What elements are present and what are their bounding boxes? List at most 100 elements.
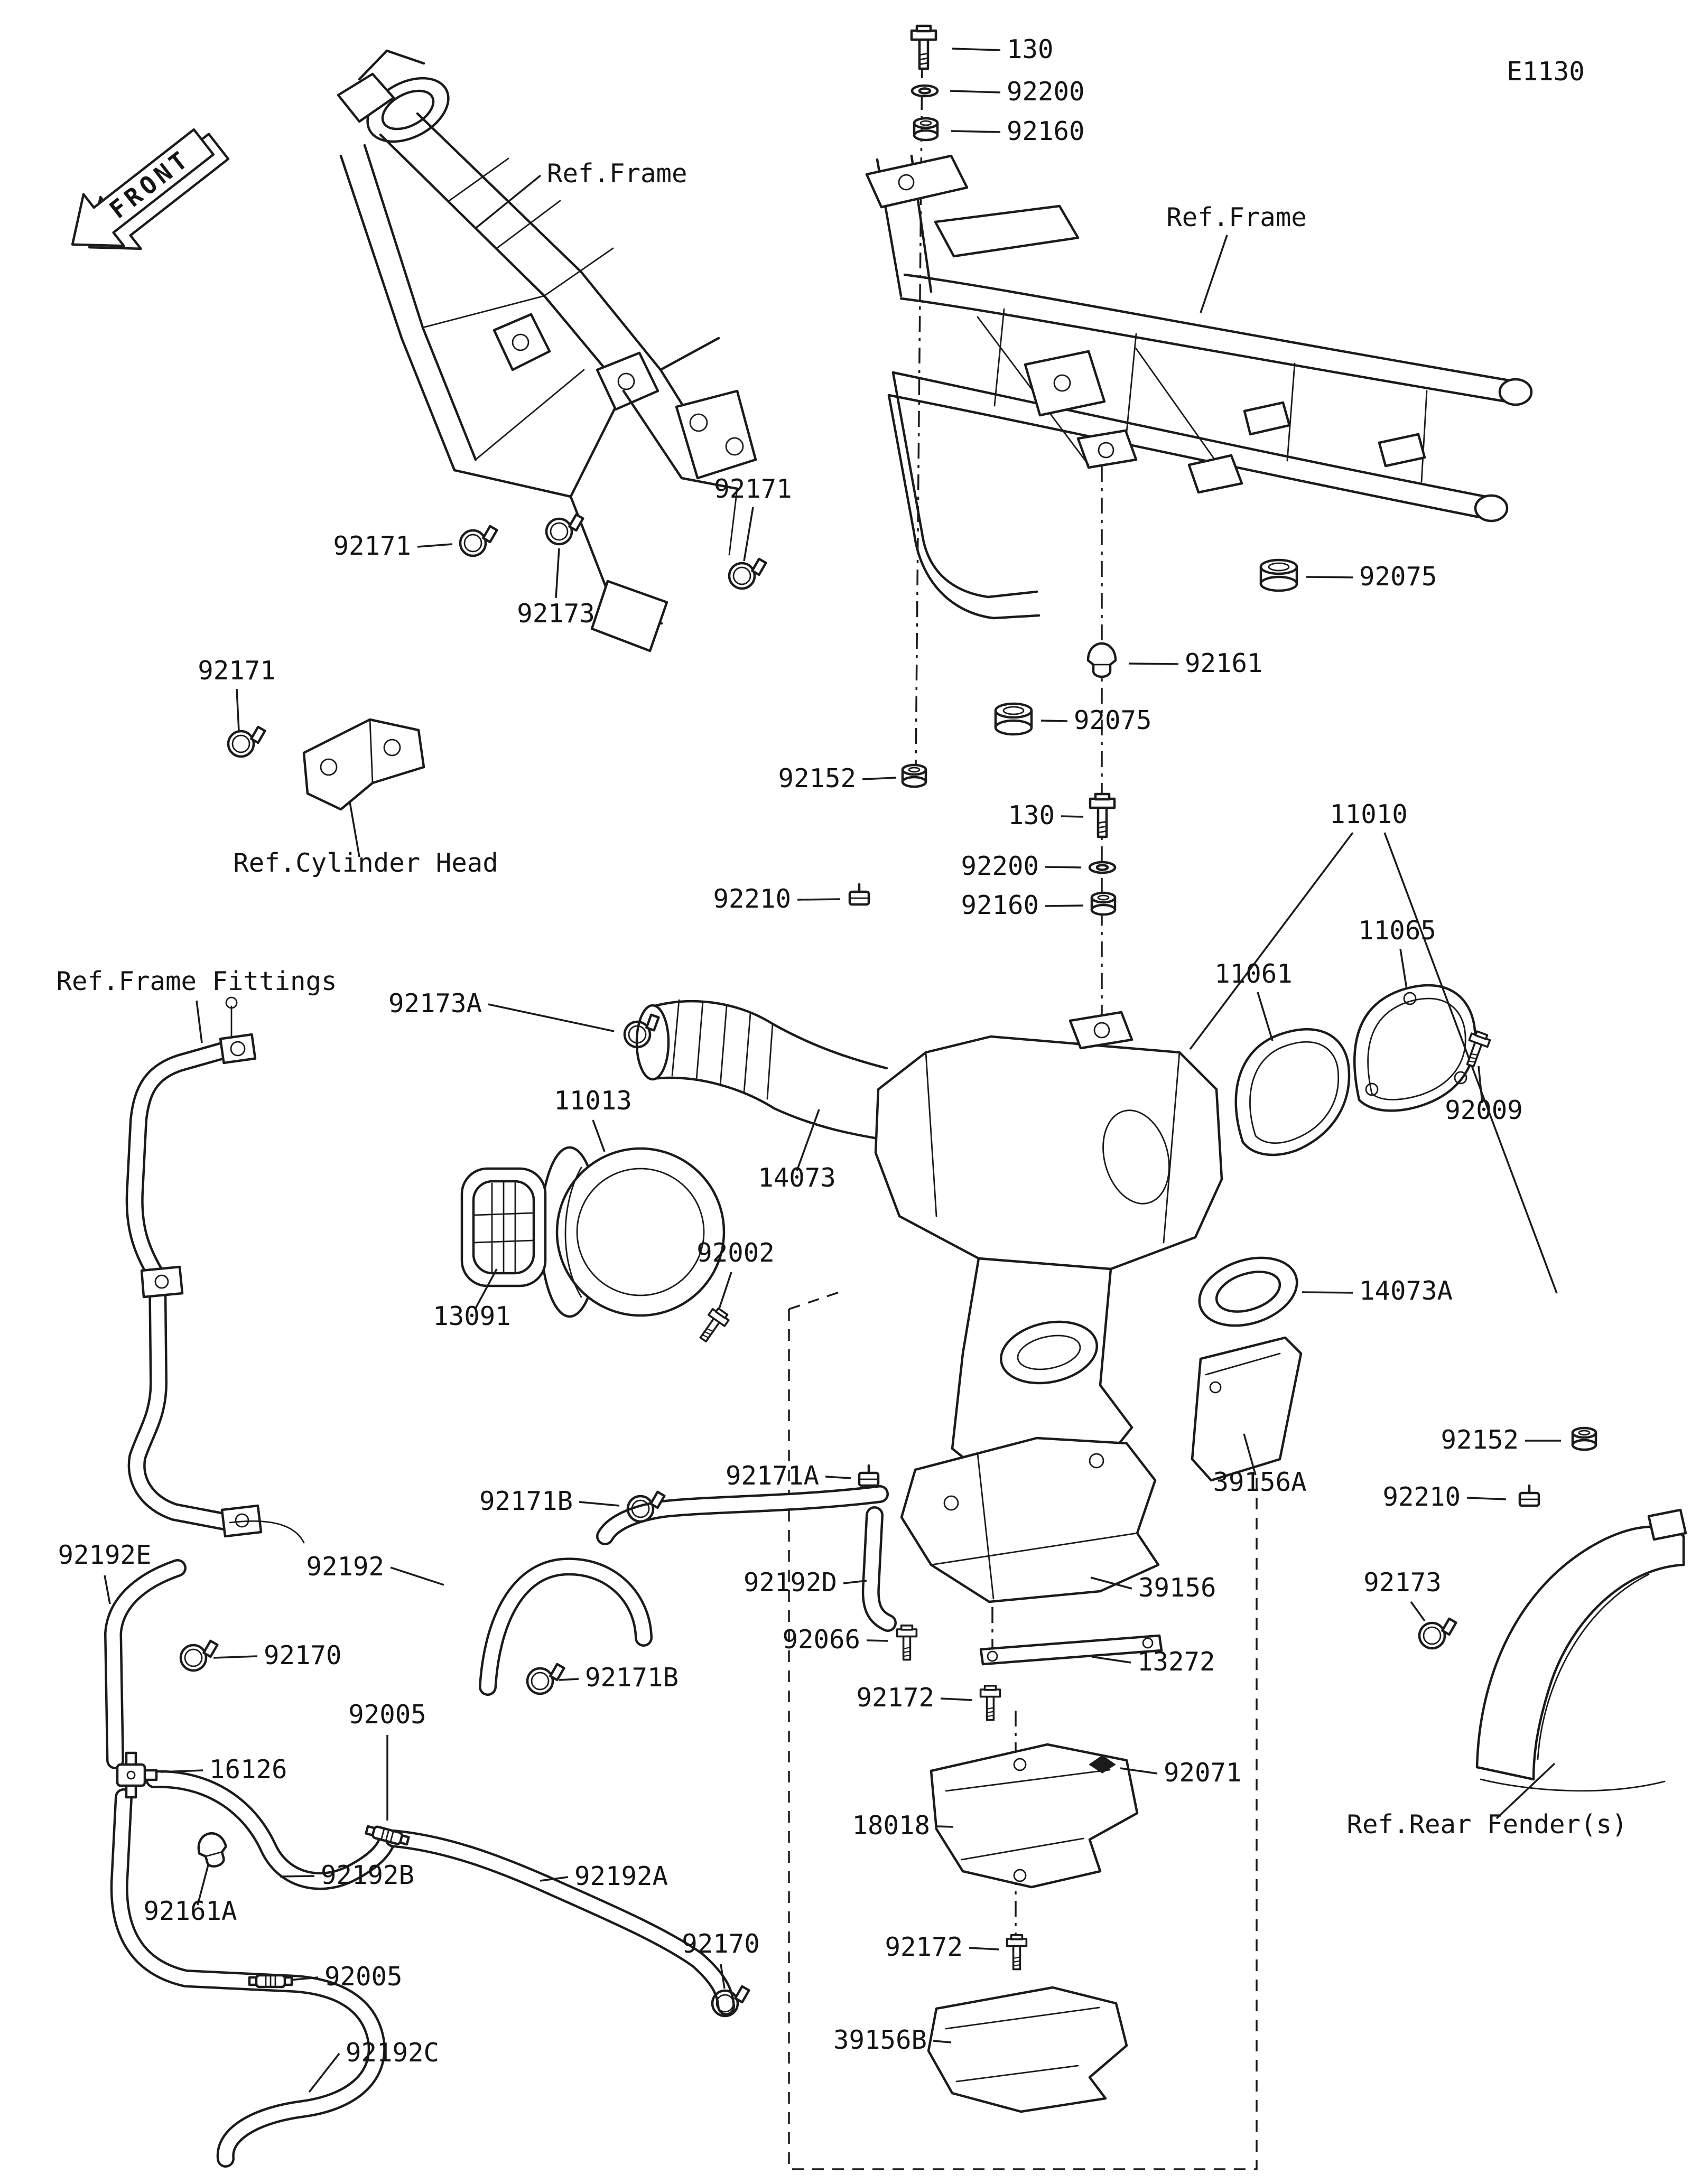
callout-92200: 92200 [910,77,1085,107]
part-label: Ref.Cylinder Head [233,848,498,878]
callout-92171b: 92171B [526,1663,679,1695]
washer-icon [910,84,939,98]
valve-icon [116,1751,158,1799]
front-label: FRONT [104,144,196,224]
callout-92170: 92170 [179,1639,342,1672]
heat-guard-39156a-drawing [1191,1336,1303,1482]
construction-lines [788,62,1258,2170]
callout-92160: 92160 [913,116,1085,146]
callout-92192e: 92192E [58,1540,152,1604]
callout-92005: 92005 [348,1700,426,1846]
callout-92171: 92171 [333,525,498,561]
part-label: 39156B [833,2025,927,2055]
part-label: 13272 [1137,1647,1215,1677]
grommet-icon [901,763,927,788]
damper-icon [197,1832,227,1868]
callout-92192c: 92192C [308,2038,439,2093]
air-duct-drawing [635,999,888,1142]
clip-icon [858,1464,880,1487]
part-label: 92152 [1441,1425,1519,1455]
joint-icon [248,1974,293,1989]
screw-icon [1466,1030,1491,1068]
callout-92210: 92210 [1382,1482,1540,1512]
part-label: 92171B [585,1663,679,1693]
callout-92005: 92005 [248,1962,403,1992]
clamp-icon [626,1490,666,1523]
grommet-icon [1090,891,1117,916]
part-label: Ref.Frame [1166,202,1307,232]
callout-ref-frame: Ref.Frame [475,158,687,229]
callout-92171b: 92171B [479,1486,666,1523]
clamp-icon [545,513,584,546]
callout-92192: 92192 [306,1552,444,1586]
frame-rear-drawing [865,154,1533,620]
part-label: 92171B [479,1486,573,1516]
callout-92173a: 92173A [388,988,660,1049]
damper-icon [1086,642,1117,678]
page-code: E1130 [1507,57,1585,87]
part-label: 13091 [433,1301,511,1331]
part-label: 92210 [713,884,791,914]
cylinder-head-bracket-drawing [302,718,425,811]
part-label: 11010 [1330,799,1408,829]
callout-130: 130 [1008,792,1116,838]
part-label: 92172 [885,1932,963,1962]
part-label: Ref.Rear Fender(s) [1346,1809,1627,1840]
callout-14073: 14073 [758,1109,836,1193]
clipblack-icon [1089,1755,1116,1774]
callout-92173: 92173 [1363,1567,1457,1650]
part-label: 130 [1007,34,1054,64]
inlet-duct-drawing [1198,1256,1298,1327]
callout-92161: 92161 [1086,642,1263,678]
front-direction-arrow: FRONT [71,128,230,250]
bracket-13272-drawing [979,1634,1163,1666]
callout-92161a: 92161A [143,1832,237,1926]
part-label: 92192A [574,1861,668,1891]
callout-39156b: 39156B [833,2025,952,2055]
callout-ref-rear-fender-s-: Ref.Rear Fender(s) [1346,1762,1628,1840]
callout-16126: 16126 [116,1751,287,1799]
clip-icon [848,883,870,906]
part-label: 92152 [778,763,856,794]
callout-92002: 92002 [696,1238,775,1342]
clamp-icon [459,525,498,557]
filter-cage-drawing [460,1167,547,1287]
grommet-icon [1571,1426,1597,1451]
air-filter-drawing [539,1146,726,1318]
part-label: 130 [1008,800,1055,830]
part-label: 92161 [1185,648,1263,678]
part-label: 92200 [961,851,1039,881]
callout-11013: 11013 [554,1086,632,1152]
bolt-icon [910,24,937,70]
clamp-icon [179,1639,219,1672]
callout-14073a: 14073A [1302,1276,1453,1306]
callout-92170: 92170 [682,1929,760,2018]
callout-11061: 11061 [1214,959,1293,1041]
cover-18018-drawing [930,1743,1139,1889]
element-cover-drawing [1353,984,1476,1112]
part-label: 92161A [143,1896,237,1926]
callout-92171a: 92171A [726,1461,880,1491]
part-label: 11065 [1358,916,1436,946]
element-seal-drawing [1234,1028,1351,1156]
grommet-icon [913,117,939,142]
part-label: 92173A [388,988,482,1019]
callout-92160: 92160 [961,890,1117,920]
heat-guard-39156-drawing [900,1436,1160,1603]
screw-icon [979,1684,1001,1721]
callout-18018: 18018 [852,1810,954,1841]
callout-layer: 1309220092160Ref.FrameRef.Frame921719217… [56,24,1628,2093]
part-label: 92160 [961,890,1039,920]
part-label: 92192C [346,2038,439,2068]
screw-icon [1006,1934,1028,1971]
callout-92192d: 92192D [744,1567,867,1598]
frame-fittings-drawing [125,996,305,1544]
part-label: 92005 [324,1962,403,1992]
screw-icon [699,1307,730,1342]
part-label: 92005 [348,1700,426,1730]
part-label: 92071 [1164,1758,1242,1788]
callout-92171: 92171 [714,474,792,590]
callout-92172: 92172 [856,1683,1001,1721]
part-label: 16126 [209,1754,287,1785]
callout-92200: 92200 [961,851,1117,881]
